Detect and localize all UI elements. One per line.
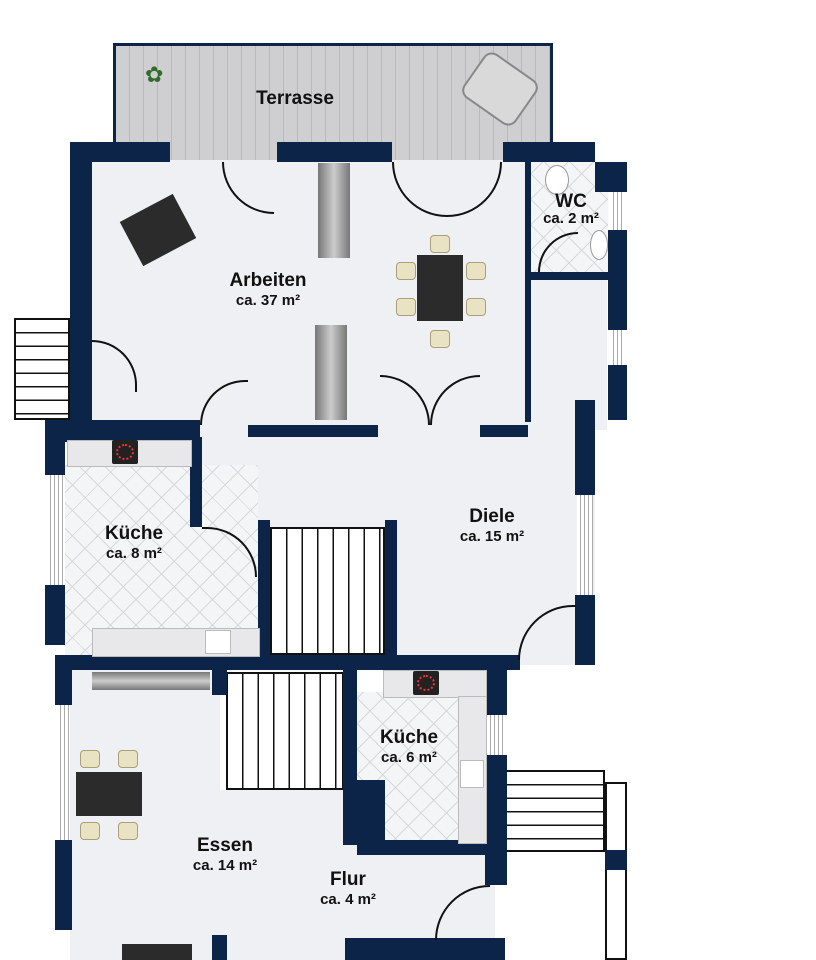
chair-icon xyxy=(396,298,416,316)
wall xyxy=(277,142,392,162)
wall xyxy=(357,840,487,855)
stove-icon xyxy=(112,440,138,464)
wall xyxy=(70,142,170,162)
wall xyxy=(45,585,65,645)
column xyxy=(315,325,347,420)
chair-icon xyxy=(118,750,138,768)
chair-icon xyxy=(430,235,450,253)
sink-icon xyxy=(460,760,484,788)
outdoor-stairs-right xyxy=(505,770,605,852)
wall xyxy=(55,840,72,930)
wall xyxy=(503,142,530,162)
wall xyxy=(530,272,608,280)
wall xyxy=(55,655,72,705)
dining-table xyxy=(76,772,142,816)
wall xyxy=(345,938,505,960)
wall xyxy=(212,670,227,695)
wall xyxy=(575,400,595,495)
kitchen-counter xyxy=(92,628,260,657)
chair-icon xyxy=(466,298,486,316)
desk xyxy=(122,944,192,960)
window xyxy=(577,495,593,595)
wall xyxy=(608,230,627,330)
chair-icon xyxy=(466,262,486,280)
wall xyxy=(45,420,65,475)
wall xyxy=(595,162,627,192)
wall xyxy=(480,425,528,437)
wall xyxy=(575,595,595,665)
chair-icon xyxy=(80,750,100,768)
wall xyxy=(55,655,520,670)
wall xyxy=(45,420,200,442)
window xyxy=(57,705,70,840)
sink-icon xyxy=(205,630,231,654)
wall xyxy=(608,365,627,420)
outdoor-stairs-left xyxy=(14,318,70,420)
wall xyxy=(343,670,357,845)
railing xyxy=(605,782,627,960)
wall xyxy=(70,392,92,422)
plant-icon: ✿ xyxy=(145,62,164,87)
window xyxy=(610,192,625,230)
wall xyxy=(248,425,378,437)
dining-table xyxy=(417,255,463,321)
wall xyxy=(385,520,397,660)
wall xyxy=(190,437,202,527)
stove-icon xyxy=(413,671,439,695)
toilet-icon xyxy=(545,165,569,195)
staircase-lower xyxy=(226,672,344,790)
window xyxy=(487,715,505,755)
column xyxy=(92,672,210,690)
wall xyxy=(485,665,507,715)
chair-icon xyxy=(396,262,416,280)
wall xyxy=(258,520,270,660)
chair-icon xyxy=(430,330,450,348)
wall xyxy=(485,755,507,885)
wall xyxy=(525,162,531,422)
column xyxy=(318,163,350,258)
washbasin-icon xyxy=(590,230,608,260)
staircase-upper xyxy=(270,527,385,655)
wall xyxy=(212,935,227,960)
window xyxy=(610,330,625,365)
room-label-terrasse: Terrasse xyxy=(256,88,334,109)
wall xyxy=(605,850,627,870)
wall xyxy=(357,780,385,850)
wall xyxy=(525,142,595,162)
window xyxy=(47,475,63,585)
wall xyxy=(70,142,92,392)
chair-icon xyxy=(118,822,138,840)
chair-icon xyxy=(80,822,100,840)
